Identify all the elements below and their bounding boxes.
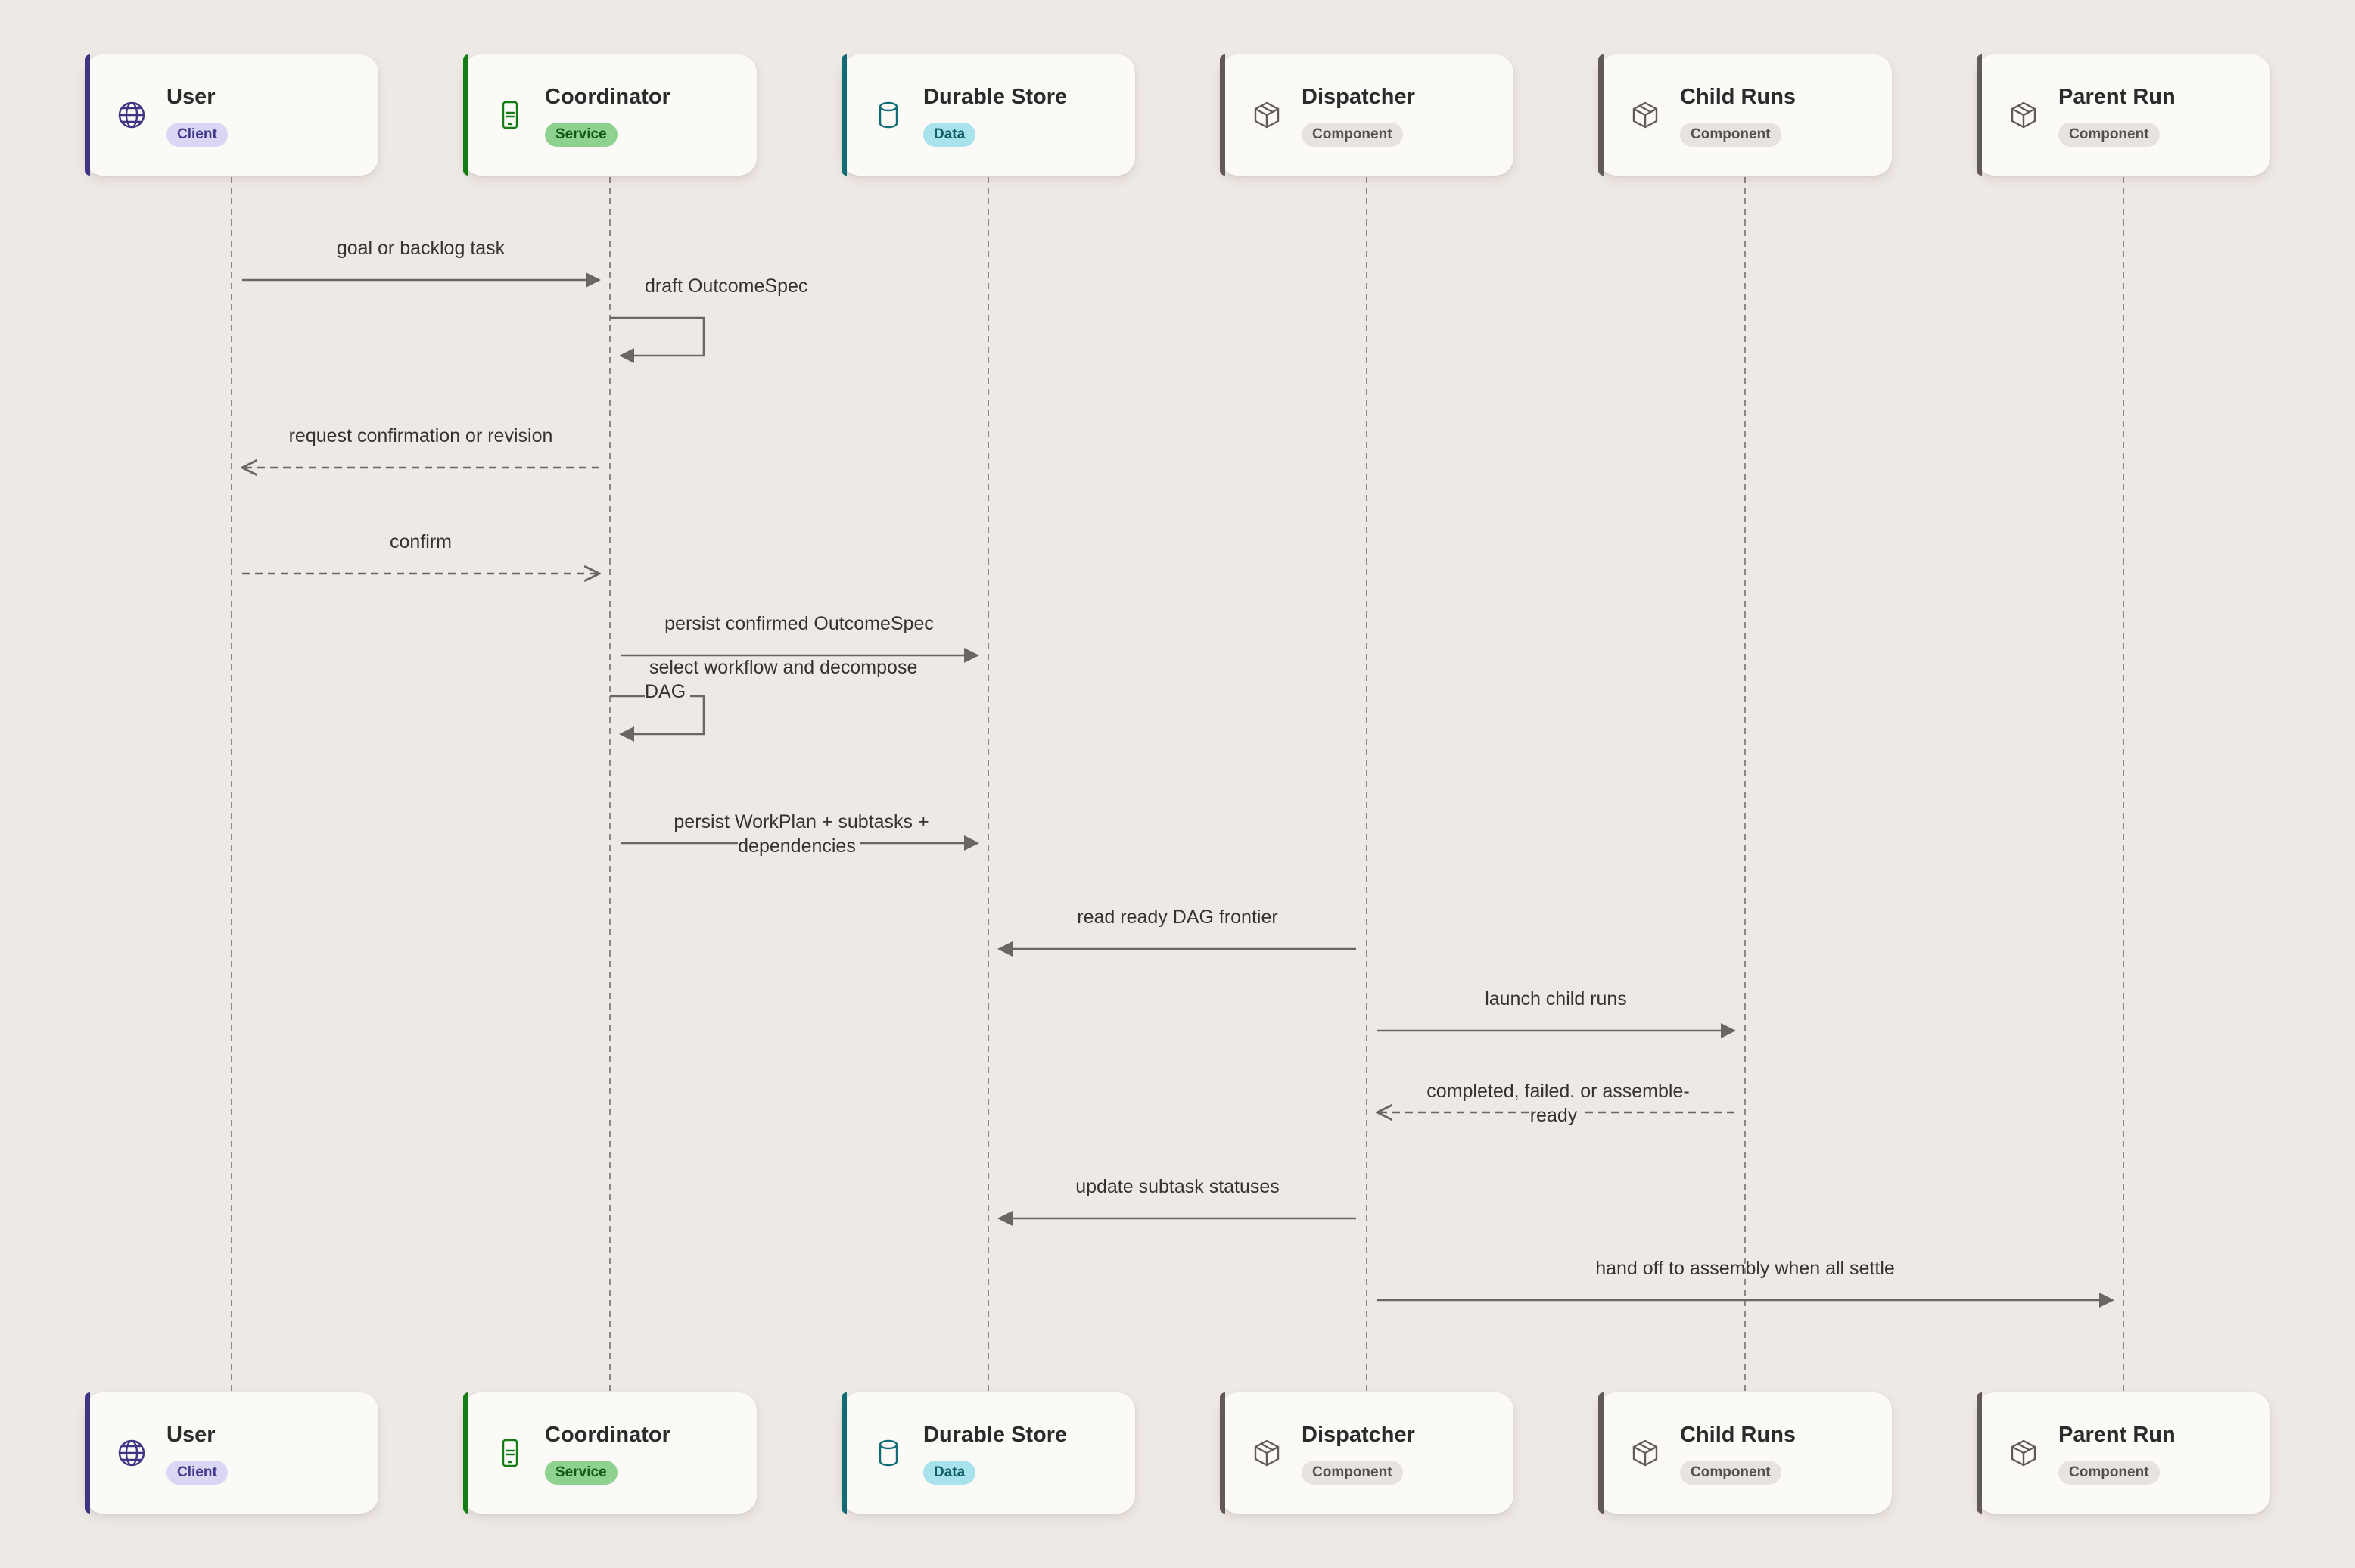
cube-icon [1630,1438,1660,1468]
participant-accent-bar [1220,54,1225,176]
message-label: persist confirmed OutcomeSpec [633,611,966,636]
message-label-text: hand off to assembly when all settle [1595,1258,1895,1279]
message-label: completed, failed. or assemble-ready [1405,1079,1707,1128]
message-label: hand off to assembly when all settle [1389,1256,2101,1280]
message-label-text: update subtask statuses [1075,1176,1280,1197]
message-label-text: read ready DAG frontier [1077,907,1278,928]
phone-icon [495,1438,525,1468]
globe-icon [117,1438,147,1468]
database-icon [873,1438,904,1468]
message-label-text: persist confirmed OutcomeSpec [664,613,934,634]
participant-type-badge: Client [166,1461,228,1485]
cube-icon [1630,100,1660,130]
participant-name: Dispatcher [1302,1423,1415,1447]
participant-accent-bar [463,54,468,176]
message-label-text: draft OutcomeSpec [645,275,808,297]
message-label-text: launch child runs [1485,988,1627,1010]
message-label: persist WorkPlan + subtasks + dependenci… [648,810,950,858]
participant-name: Durable Store [923,1423,1068,1447]
participant-name: User [166,85,216,109]
message-label: confirm [254,530,587,554]
participant-type-badge: Service [545,123,618,147]
message-label-text: select workflow and decompose DAG [645,657,918,702]
message-label: request confirmation or revision [254,424,587,448]
globe-icon [117,100,147,130]
message-label: update subtask statuses [1011,1174,1344,1199]
participant-type-badge: Component [1680,1461,1781,1485]
participant-type-badge: Data [923,1461,976,1485]
participant-name: Durable Store [923,85,1068,109]
participant-type-badge: Data [923,123,976,147]
message-label-text: request confirmation or revision [288,425,553,446]
participant-name: Parent Run [2058,1423,2176,1447]
message-label: draft OutcomeSpec [645,274,807,298]
cube-icon [2008,1438,2039,1468]
participant-name: Coordinator [545,1423,670,1447]
participant-accent-bar [1977,54,1982,176]
participant-type-badge: Component [1302,123,1403,147]
message-label: select workflow and decompose DAG [645,655,947,704]
database-icon [873,100,904,130]
participant-name: Parent Run [2058,85,2176,109]
participant-accent-bar [1977,1392,1982,1514]
message-arrow-2 [610,316,705,363]
participant-accent-bar [85,54,90,176]
participant-name: Dispatcher [1302,85,1415,109]
participant-type-badge: Client [166,123,228,147]
participant-type-badge: Component [2058,123,2160,147]
participant-accent-bar [1598,1392,1604,1514]
participant-name: Child Runs [1680,1423,1797,1447]
message-label: goal or backlog task [254,236,587,260]
participant-type-badge: Component [2058,1461,2160,1485]
message-label-text: goal or backlog task [336,238,506,259]
cube-icon [2008,100,2039,130]
participant-name: User [166,1423,216,1447]
message-label: launch child runs [1389,987,1722,1011]
participant-accent-bar [1220,1392,1225,1514]
participant-accent-bar [842,1392,847,1514]
participant-accent-bar [842,54,847,176]
participant-type-badge: Component [1302,1461,1403,1485]
phone-icon [495,100,525,130]
message-label: read ready DAG frontier [1011,905,1344,929]
participant-type-badge: Service [545,1461,618,1485]
participant-accent-bar [1598,54,1604,176]
participant-name: Child Runs [1680,85,1797,109]
participant-type-badge: Component [1680,123,1781,147]
participant-name: Coordinator [545,85,670,109]
message-label-text: persist WorkPlan + subtasks + dependenci… [669,811,929,857]
participant-accent-bar [85,1392,90,1514]
message-label-text: completed, failed. or assemble-ready [1422,1081,1690,1126]
cube-icon [1252,100,1282,130]
participant-accent-bar [463,1392,468,1514]
message-label-text: confirm [390,531,452,552]
cube-icon [1252,1438,1282,1468]
